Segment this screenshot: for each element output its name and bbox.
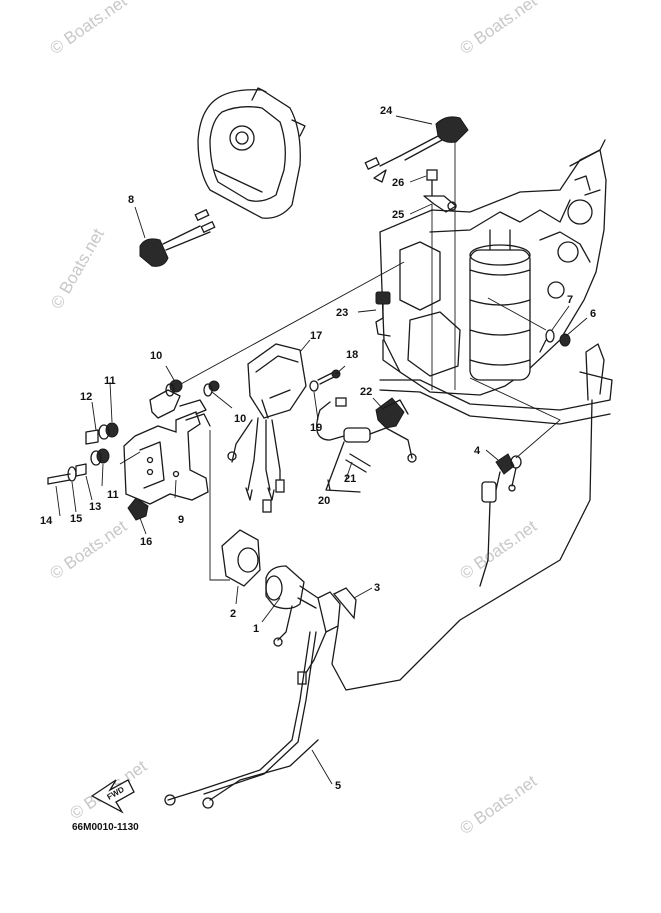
watermark-mid-lower-left: © Boats.net <box>46 516 130 583</box>
callout-23: 23 <box>336 307 348 319</box>
callout-11-lower: 11 <box>107 489 119 501</box>
watermark-mid-left: © Boats.net <box>47 225 108 312</box>
callout-10-upper: 10 <box>150 350 162 362</box>
engine-block <box>379 139 613 425</box>
callout-5: 5 <box>335 780 341 792</box>
callout-21: 21 <box>344 473 356 485</box>
fwd-arrow-indicator: FWD <box>90 779 135 814</box>
callout-9: 9 <box>178 514 184 526</box>
callout-14: 14 <box>40 515 53 527</box>
callout-20: 20 <box>318 495 330 507</box>
leader-long-diagonal <box>169 261 405 391</box>
callout-16: 16 <box>140 536 152 548</box>
callout-6: 6 <box>590 308 596 320</box>
callout-10-lower: 10 <box>234 413 246 425</box>
part-17-rectifier <box>227 339 311 513</box>
callout-19: 19 <box>310 422 322 434</box>
callout-13: 13 <box>89 501 101 513</box>
part-23-clamp <box>357 291 401 373</box>
part-1-2-3-components <box>221 343 605 691</box>
callout-1: 1 <box>253 623 259 635</box>
watermark-top-right: © Boats.net <box>456 0 540 58</box>
callout-2: 2 <box>230 608 236 620</box>
callout-22: 22 <box>360 386 372 398</box>
part-20-22-harness <box>316 397 417 493</box>
callout-17: 17 <box>310 330 322 342</box>
part-4-6-7-fittings <box>469 297 588 587</box>
callout-24: 24 <box>380 105 393 117</box>
callout-4: 4 <box>474 445 481 457</box>
part-25-26-bracket-bolt <box>409 142 457 390</box>
callout-3: 3 <box>374 582 380 594</box>
callout-18: 18 <box>346 349 358 361</box>
callout-8: 8 <box>128 194 134 206</box>
callout-11-upper: 11 <box>104 375 116 387</box>
callout-7: 7 <box>567 294 573 306</box>
diagram-code: 66M0010-1130 <box>72 822 139 833</box>
part-11-16-fasteners <box>47 381 149 535</box>
part-9-bracket <box>119 389 230 581</box>
part-24-sensor <box>364 115 469 183</box>
callout-12: 12 <box>80 391 92 403</box>
watermark-mid-right: © Boats.net <box>456 516 540 583</box>
watermark-top-left: © Boats.net <box>46 0 130 58</box>
callout-labels: 1 2 3 4 5 6 7 8 9 10 10 11 11 12 13 14 1… <box>40 105 596 792</box>
callout-15: 15 <box>70 513 82 525</box>
part-10-grommets <box>165 365 233 409</box>
part-5-battery-cable <box>164 631 333 809</box>
grommet-housing <box>197 87 306 219</box>
callout-26: 26 <box>392 177 404 189</box>
watermark-bottom-right: © Boats.net <box>456 771 540 838</box>
part-8-switch <box>134 206 216 267</box>
part-18-bolt <box>309 365 346 421</box>
callout-25: 25 <box>392 209 404 221</box>
